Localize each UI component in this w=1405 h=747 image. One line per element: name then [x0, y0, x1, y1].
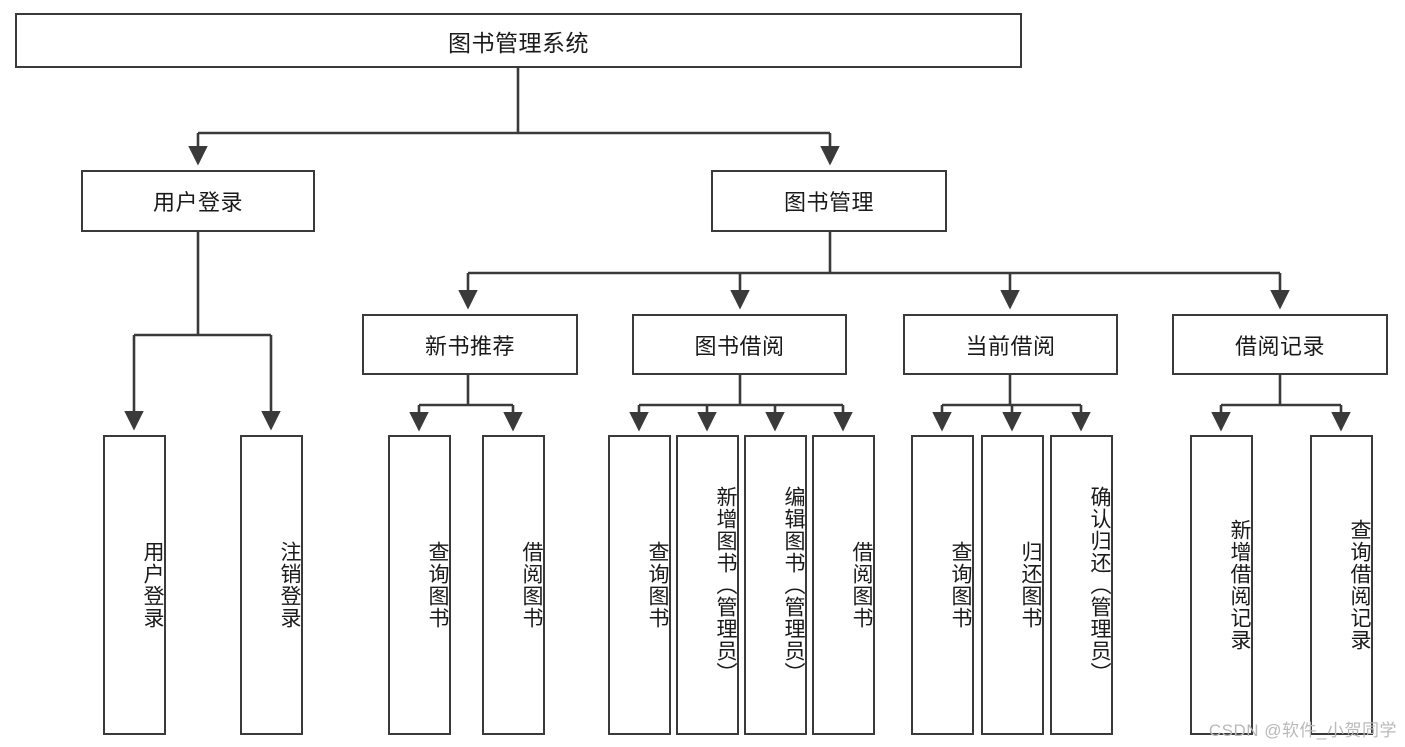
node-label: 借阅图书 [850, 541, 873, 629]
node-user-login[interactable]: 用户登录 [81, 170, 315, 232]
node-book-manage[interactable]: 图书管理 [711, 170, 947, 232]
leaf-edit-book[interactable]: 编辑图书（管理员） [744, 435, 807, 735]
node-label: 借阅记录 [1234, 333, 1325, 359]
node-label: 图书管理系统 [448, 29, 589, 56]
node-label: 查询借阅记录 [1348, 519, 1371, 651]
leaf-query-record[interactable]: 查询借阅记录 [1310, 435, 1373, 735]
leaf-query-book-1[interactable]: 查询图书 [388, 435, 451, 735]
node-label: 当前借阅 [965, 333, 1056, 359]
node-label: 编辑图书（管理员） [782, 486, 805, 684]
leaf-user-login[interactable]: 用户登录 [103, 435, 166, 735]
node-label: 新增图书（管理员） [714, 486, 737, 684]
node-root[interactable]: 图书管理系统 [15, 13, 1022, 68]
node-label: 图书借阅 [694, 333, 785, 359]
node-label: 查询图书 [949, 541, 972, 629]
node-borrow-record[interactable]: 借阅记录 [1172, 314, 1388, 375]
node-label: 新书推荐 [424, 333, 515, 359]
leaf-query-book-3[interactable]: 查询图书 [911, 435, 974, 735]
node-label: 归还图书 [1019, 541, 1042, 629]
node-label: 图书管理 [783, 190, 874, 215]
node-label: 借阅图书 [520, 541, 543, 629]
node-label: 确认归还（管理员） [1088, 486, 1111, 684]
leaf-borrow-book-1[interactable]: 借阅图书 [482, 435, 545, 735]
node-label: 查询图书 [426, 541, 449, 629]
leaf-user-logout[interactable]: 注销登录 [240, 435, 303, 735]
node-label: 新增借阅记录 [1228, 519, 1251, 651]
leaf-return-book[interactable]: 归还图书 [981, 435, 1044, 735]
node-label: 查询图书 [646, 541, 669, 629]
node-new-book-rec[interactable]: 新书推荐 [362, 314, 578, 375]
node-label: 注销登录 [278, 541, 301, 629]
leaf-confirm-return[interactable]: 确认归还（管理员） [1050, 435, 1113, 735]
node-label: 用户登录 [152, 190, 243, 215]
leaf-add-book[interactable]: 新增图书（管理员） [676, 435, 739, 735]
node-current-borrow[interactable]: 当前借阅 [903, 314, 1118, 375]
node-book-borrow[interactable]: 图书借阅 [632, 314, 847, 375]
leaf-borrow-book-2[interactable]: 借阅图书 [812, 435, 875, 735]
leaf-query-book-2[interactable]: 查询图书 [608, 435, 671, 735]
watermark: CSDN @软件_小贺同学 [1208, 721, 1397, 740]
node-label: 用户登录 [141, 541, 164, 629]
leaf-add-record[interactable]: 新增借阅记录 [1190, 435, 1253, 735]
